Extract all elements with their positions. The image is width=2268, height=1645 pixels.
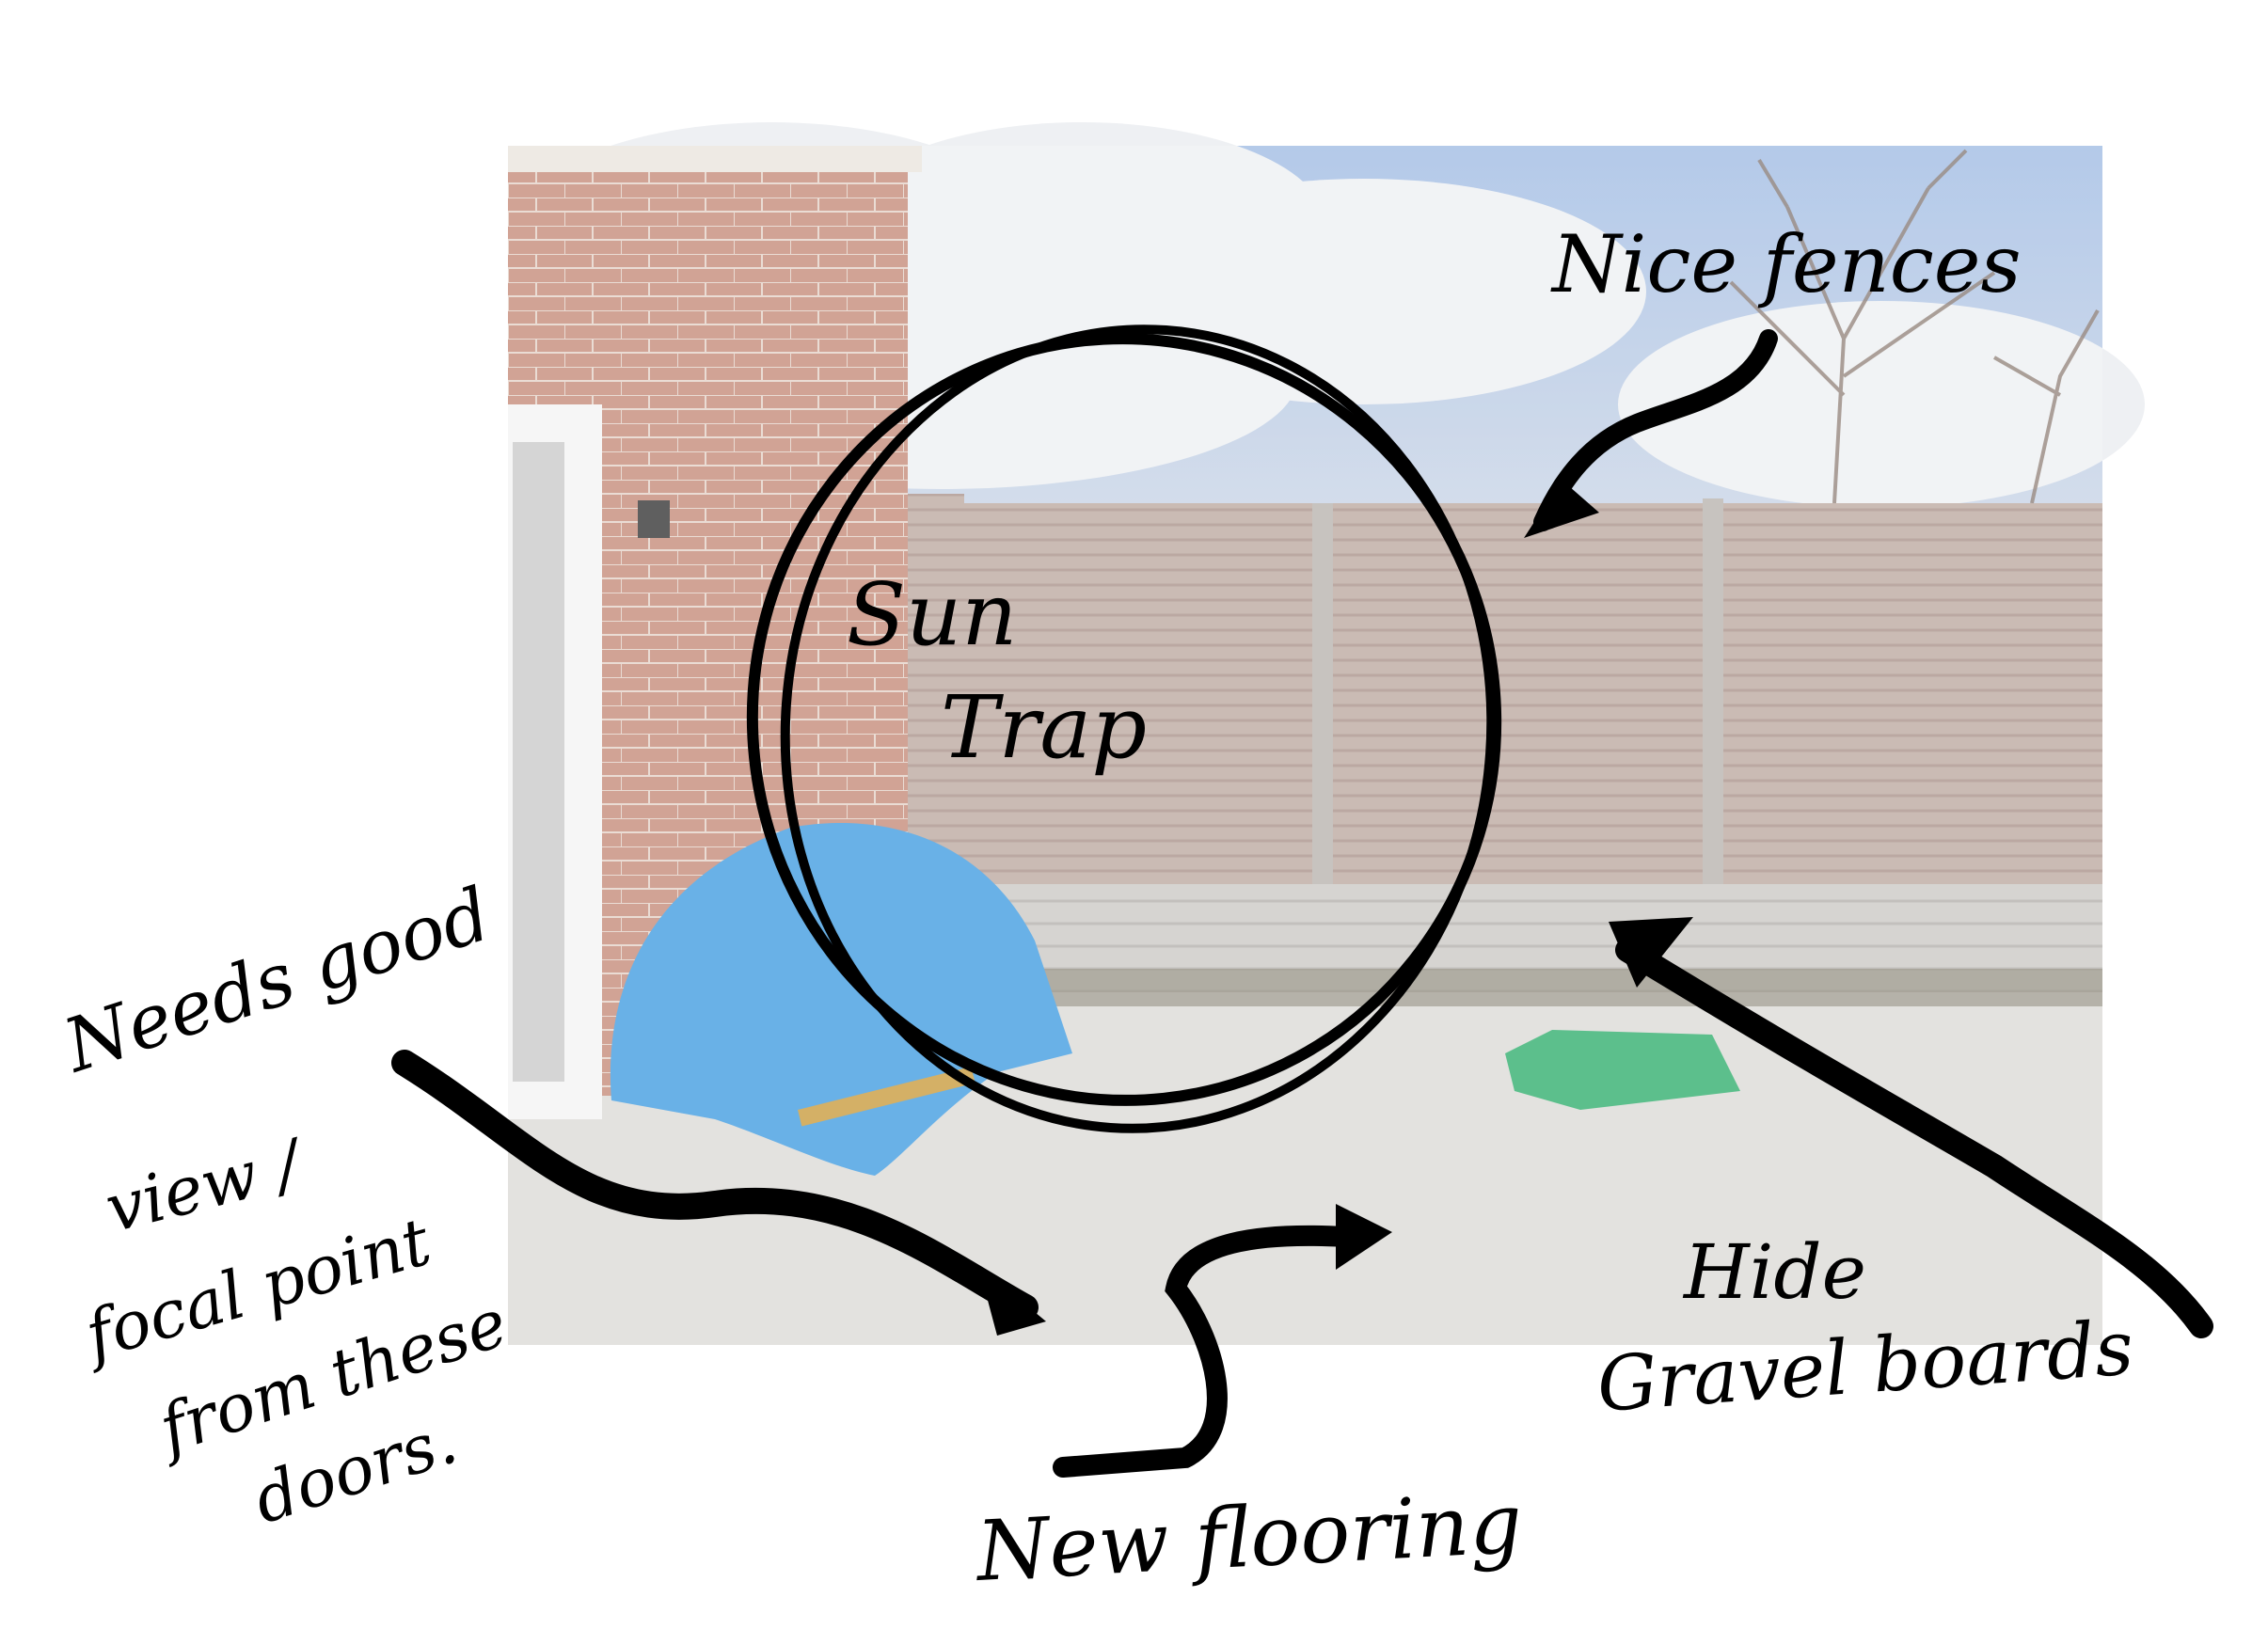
sun-trap-label-line2: Trap	[941, 677, 1147, 778]
new-flooring-arrow-head-icon	[1336, 1204, 1392, 1270]
floor-arrow-from-door	[391, 1050, 1039, 1321]
nice-fences-label: Nice fences	[1550, 218, 2022, 310]
new-flooring-arrow	[1053, 1225, 1356, 1478]
fence-arrow-head-icon	[1524, 480, 1599, 538]
bare-tree	[1729, 149, 2100, 504]
arrow-heads	[978, 480, 1693, 1336]
patio-door-glass	[513, 442, 564, 1082]
fence-left-panel	[903, 494, 964, 870]
photo-wash	[508, 146, 2102, 1345]
soil-strip	[1007, 969, 2102, 1006]
green-tarp	[1505, 1030, 1740, 1110]
broom	[797, 1067, 975, 1127]
focal-point-note: Needs good view / focal point from these…	[53, 873, 516, 1540]
floor-arrow-head-icon	[978, 1265, 1046, 1336]
fence-panels	[960, 503, 2102, 889]
wall-light	[638, 500, 670, 538]
focal-note-line1: Needs good	[53, 873, 500, 1090]
sun-trap-circle-second	[780, 324, 1497, 1133]
focal-note-line2: view /	[98, 1124, 313, 1248]
gravel-board-arrow-head-icon	[1609, 917, 1693, 988]
hide-label-line1: Hide	[1682, 1228, 1866, 1316]
sun-trap-label-line1: Sun	[847, 564, 1018, 665]
new-flooring-label: New flooring	[973, 1475, 1525, 1600]
gravel-board-arrow	[1615, 938, 2213, 1338]
wall-coping	[508, 146, 922, 172]
fence-posts	[1312, 498, 1723, 997]
